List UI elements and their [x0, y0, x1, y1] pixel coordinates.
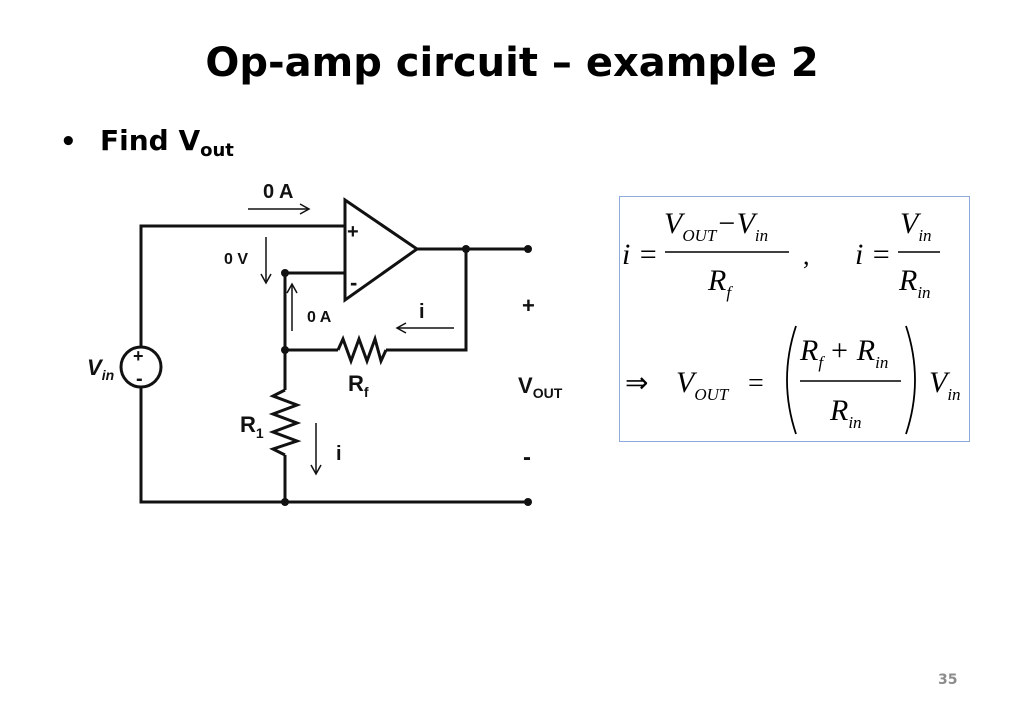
wire-feedback-right — [386, 249, 468, 352]
left-paren-icon — [786, 325, 797, 435]
eq1-num-v: V — [664, 207, 686, 240]
eq3-vin-in: in — [947, 385, 960, 404]
wire-bottom — [139, 385, 528, 504]
right-paren-icon — [905, 325, 916, 435]
bullet-dot-icon: • — [60, 127, 77, 157]
eq3-denominator: Rin — [829, 394, 862, 432]
eq2-den-r: R — [898, 264, 917, 297]
circuit-wires — [139, 224, 528, 504]
bullet-text: Find V — [100, 124, 201, 157]
label-vout: VOUT — [518, 373, 563, 401]
wire-top-left — [139, 224, 345, 365]
terminal-dot — [524, 498, 532, 506]
opamp-plus-label: + — [347, 221, 359, 243]
eq1-den-f: f — [726, 283, 733, 302]
label-rf: Rf — [348, 371, 369, 400]
opamp-minus-label: - — [350, 270, 357, 295]
eq3-vin-v: V — [929, 366, 951, 399]
label-vout-main: V — [518, 373, 533, 398]
eq3-num-r: R — [799, 334, 818, 367]
eq3-implies: ⇒ — [625, 368, 648, 399]
label-vout-sub: OUT — [533, 385, 563, 401]
page-number: 35 — [938, 672, 958, 688]
eq3-den-r: R — [829, 394, 848, 427]
eq3-num-f: f — [818, 353, 825, 372]
label-vin-sub: in — [102, 367, 114, 383]
bullet-subscript: out — [200, 140, 234, 161]
label-r1-main: R — [240, 412, 256, 437]
label-r1: R1 — [240, 412, 264, 441]
junction-dots — [281, 245, 532, 506]
eq2-numerator: Vin — [900, 207, 932, 245]
junction-dot — [281, 346, 289, 354]
junction-dot — [281, 498, 289, 506]
label-minus-current: 0 A — [307, 309, 332, 326]
eq3-equals: = — [748, 368, 764, 399]
label-vout-minus: - — [523, 444, 531, 471]
arrow-head-icon — [260, 273, 272, 285]
label-vin-main: V — [87, 355, 104, 380]
junction-dot — [281, 269, 289, 277]
label-r1-sub: 1 — [256, 425, 264, 441]
rf-resistor-icon — [336, 334, 388, 366]
arrow-head-icon — [310, 464, 322, 476]
eq2-num-in: in — [918, 226, 931, 245]
current-arrows — [248, 203, 454, 476]
eq-comma: , — [803, 241, 810, 270]
eq3-v: V — [676, 366, 698, 399]
eq3-numerator: Rf+ Rin — [799, 334, 888, 372]
eq1-num-in: in — [755, 226, 768, 245]
eq1-num-out: OUT — [682, 226, 718, 245]
eq3-vout: VOUT — [676, 366, 730, 404]
source-plus-label: + — [133, 346, 144, 366]
eq3-num-in: in — [875, 353, 888, 372]
terminal-dot — [524, 245, 532, 253]
eq1-numerator: VOUT−Vin — [664, 207, 768, 245]
source-minus-label: - — [136, 368, 143, 390]
label-rf-sub: f — [364, 384, 369, 400]
bullet-find-vout: • Find Vout — [60, 124, 234, 161]
eq2-num-v: V — [900, 207, 922, 240]
r1-resistor-icon — [268, 388, 302, 457]
eq2-denominator: Rin — [898, 264, 931, 302]
arrow-head-icon — [395, 322, 407, 334]
label-voltage-diff: 0 V — [224, 251, 248, 268]
eq1-denominator: Rf — [707, 264, 733, 302]
arrow-head-icon — [286, 282, 298, 294]
eq2-lhs: i = — [855, 238, 891, 271]
label-top-current: 0 A — [263, 181, 293, 203]
formula-box — [619, 196, 970, 442]
label-vin: Vin — [87, 355, 114, 383]
opamp-triangle — [343, 197, 420, 303]
eq3-den-in: in — [848, 413, 861, 432]
eq3-num-plus: + R — [829, 334, 875, 367]
arrow-head-icon — [299, 203, 311, 215]
eq2-den-in: in — [917, 283, 930, 302]
junction-dot — [462, 245, 470, 253]
eq1-den-r: R — [707, 264, 726, 297]
eq3-vin: Vin — [929, 366, 961, 404]
label-r1-i: i — [336, 443, 342, 465]
label-vout-plus: + — [522, 293, 535, 318]
eq1-num-minus: −V — [716, 207, 758, 240]
slide-title: Op-amp circuit – example 2 — [205, 40, 819, 86]
eq1-lhs: i = — [622, 238, 658, 271]
label-rf-main: R — [348, 371, 364, 396]
voltage-source-icon — [119, 345, 163, 389]
eq3-out: OUT — [694, 385, 730, 404]
label-feedback-i: i — [419, 301, 425, 323]
